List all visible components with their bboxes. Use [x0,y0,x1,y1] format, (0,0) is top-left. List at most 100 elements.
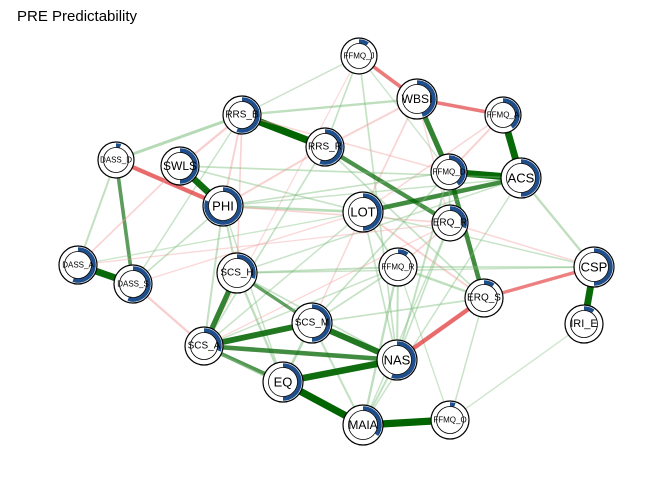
edge-phi-scs_a [203,205,224,347]
node-label: RRS_R [308,142,342,153]
node-scs-a[interactable]: SCS_A [184,326,224,366]
node-label: WBSI [402,92,433,106]
node-label: CSP [581,260,608,275]
node-ffmq-d[interactable]: FFMQ_D [430,153,468,191]
node-acs[interactable]: ACS [500,157,542,199]
edge-erq_s-ffmq_o [449,297,485,421]
edge-erq_r-nas [396,222,451,361]
edge-rrs_r-erq_s [324,146,485,299]
edge-phi-ffmq_d [222,171,450,207]
node-label: DASS_S [117,280,149,289]
node-predictability-ring [282,363,302,401]
node-ffmq-o[interactable]: FFMQ_O [430,400,470,440]
edge-iri_e-ffmq_o [449,323,585,421]
edge-acs-maia [362,177,522,426]
node-maia[interactable]: MAIA [342,404,384,446]
node-rrs-b[interactable]: RRS_B [222,95,262,135]
node-ffmq-j[interactable]: FFMQ_J [340,37,378,75]
node-predictability-ring [115,143,122,148]
node-phi[interactable]: PHI [202,185,244,227]
node-ffmq-a[interactable]: FFMQ_A [484,96,522,134]
node-dass-d[interactable]: DASS_D [97,141,135,179]
node-predictability-ring [362,193,382,231]
edge-ffmq_d-scs_m [311,171,450,324]
node-nas[interactable]: NAS [376,339,418,381]
node-predictability-ring [416,80,436,117]
node-predictability-ring [502,98,520,129]
node-inner-circle [348,197,378,227]
edge-rrs_r-scs_a [203,146,326,347]
node-predictability-ring [449,402,456,407]
node-wbsi[interactable]: WBSI [396,78,438,120]
node-swls[interactable]: SWLS [160,146,200,186]
node-inner-circle [119,270,147,298]
edge-erq_r-maia [362,222,451,426]
node-inner-circle [437,210,463,236]
node-inner-circle [166,152,194,180]
edge-rrs_r-erq_r [322,144,453,226]
node-inner-circle [490,102,516,128]
node-label: DASS_D [100,156,132,165]
edge-rrs_b-dass_s [132,114,243,285]
node-label: SCS_M [295,318,329,329]
node-inner-circle [228,101,256,129]
edge-erq_r-scs_a [203,222,451,347]
node-iri-e[interactable]: IRI_E [564,304,604,344]
node-lot[interactable]: LOT [342,191,384,233]
node-ffmq-r[interactable]: FFMQ_R [378,247,418,287]
edge-ffmq_r-ffmq_o [397,266,451,421]
node-label: FFMQ_J [343,52,374,61]
edge-wbsi-rrs_b [240,97,419,117]
node-predictability-ring [236,254,256,279]
node-inner-circle [436,159,462,185]
node-layer: FFMQ_J WBSI FFMQ_A RRS_B RRS_R DASS_D SWLS FFMQ… [58,37,615,446]
edge-ffmq_j-scs_a [203,55,360,347]
node-rrs-r[interactable]: RRS_R [305,127,345,167]
node-predictability-ring [520,159,540,197]
node-label: FFMQ_O [433,416,466,425]
node-inner-circle [268,367,298,397]
node-predictability-ring [483,280,495,287]
node-label: EQ [274,375,293,390]
node-erq-r[interactable]: ERQ_R [431,204,469,242]
node-label: ERQ_S [467,293,501,304]
node-erq-s[interactable]: ERQ_S [464,278,504,318]
node-predictability-ring [583,306,595,313]
node-csp[interactable]: CSP [573,246,615,288]
node-scs-h[interactable]: SCS_H [216,252,258,294]
node-label: SWLS [163,159,197,173]
node-predictability-ring [203,328,222,352]
node-inner-circle [103,147,129,173]
node-predictability-ring [319,129,343,165]
node-predictability-ring [449,206,467,229]
node-dass-s[interactable]: DASS_S [113,264,153,304]
edge-phi-erq_r [222,205,451,224]
node-inner-circle [64,251,92,279]
node-eq[interactable]: EQ [262,361,304,403]
node-predictability-ring [362,406,382,437]
node-dass-a[interactable]: DASS_A [58,245,98,285]
node-label: SCS_A [188,341,221,352]
node-predictability-ring [448,155,466,186]
node-label: DASS_A [62,261,94,270]
edge-phi-acs [222,177,522,207]
edge-lot-swls [179,165,364,213]
edge-ffmq_d-nas [396,171,450,361]
node-label: LOT [350,205,375,220]
edge-lot-acs [360,175,524,215]
node-scs-m[interactable]: SCS_M [291,302,333,344]
node-inner-circle [311,133,339,161]
node-inner-circle [208,191,238,221]
edge-lot-erq_s [362,211,485,299]
node-predictability-ring [236,97,260,133]
edge-lot-dass_s [132,211,364,285]
edge-erq_r-dass_a [77,222,451,266]
edge-rrs_b-dass_d [114,113,244,162]
node-inner-circle [436,406,464,434]
edge-rrs_b-ffmq_d [241,114,450,173]
edge-scs_a-nas [201,343,400,363]
edge-lot-csp [362,211,595,268]
edge-wbsi-lot [362,98,418,213]
node-inner-circle [402,84,432,114]
node-label: FFMQ_A [487,111,520,120]
